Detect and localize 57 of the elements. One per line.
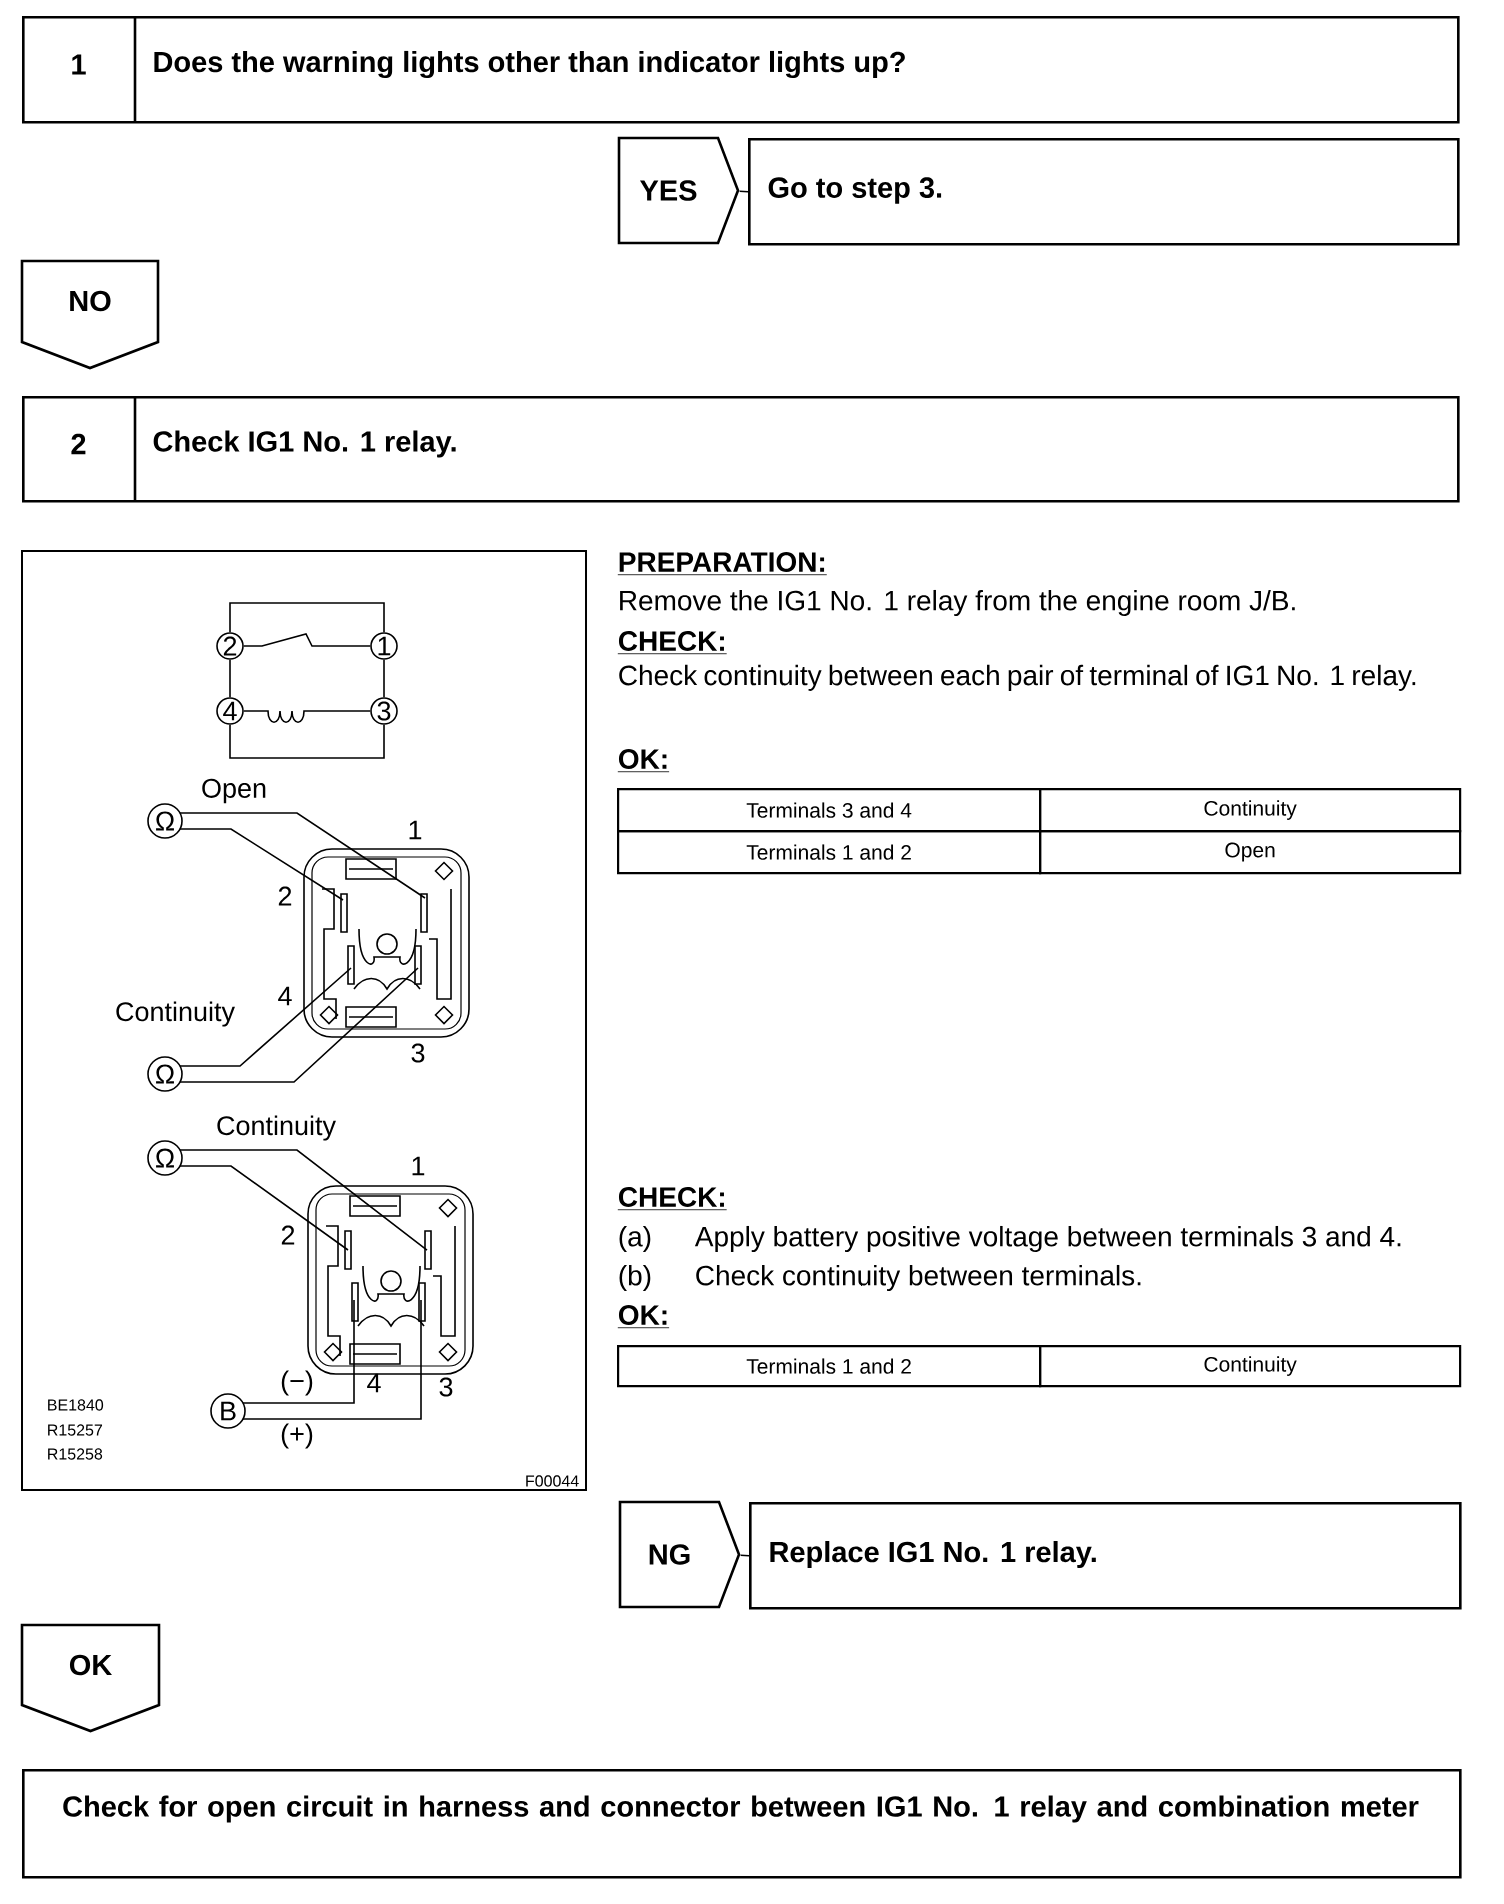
- label-text: 4: [367, 1373, 381, 1393]
- label-text: (b): [619, 1264, 651, 1292]
- wire: [179, 812, 426, 899]
- section-heading: CHECK:: [617, 1187, 728, 1211]
- wire: [179, 828, 344, 901]
- table-cell: Terminals 1 and 2: [617, 830, 1042, 875]
- table-cell: Terminals 1 and 2: [617, 1345, 1042, 1388]
- wire: [229, 602, 385, 633]
- wire: [739, 1554, 750, 1557]
- wire: [179, 967, 352, 1067]
- result-box: Replace IG1 No. 1 relay.: [749, 1502, 1462, 1610]
- label-text: R15257: [48, 1424, 103, 1436]
- wire: [243, 633, 371, 647]
- label-text: Continuity: [116, 1001, 235, 1027]
- wire: [179, 1149, 428, 1251]
- label-text: 2: [281, 1225, 295, 1245]
- label-text: F00044: [526, 1475, 579, 1487]
- action-box: Check for open circuit in harness and connector between IG1 No. 1 relay and combination meter: [22, 1769, 1462, 1879]
- answer-tab: OK: [20, 1623, 161, 1733]
- label-text: (+): [281, 1423, 313, 1449]
- label-text: R15258: [48, 1448, 103, 1460]
- table-cell: Continuity: [1039, 1345, 1462, 1388]
- label-text: Remove the IG1 No. 1 relay from the engine room J/B.: [620, 589, 1295, 617]
- table-cell: Continuity: [1039, 788, 1462, 833]
- section-heading: CHECK:: [617, 631, 728, 655]
- wire: [383, 659, 385, 698]
- section-heading: OK:: [617, 749, 670, 773]
- label-text: Check continuity between terminals.: [696, 1264, 1141, 1292]
- label-text: Apply battery positive voltage between terminals 3 and 4.: [694, 1225, 1401, 1253]
- label-text: Open: [202, 778, 266, 804]
- section-heading: OK:: [617, 1305, 670, 1329]
- label-text: 4: [278, 986, 292, 1006]
- wire: [738, 190, 749, 193]
- table-cell: Terminals 3 and 4: [617, 788, 1042, 833]
- result-box: Go to step 3.: [748, 138, 1460, 246]
- instruction-text: Check continuity between each pair of terminal of IG1 No. 1 relay.: [619, 664, 1416, 691]
- wire: [229, 659, 231, 698]
- wire: [242, 1299, 355, 1404]
- label-text: BE1840: [48, 1399, 104, 1411]
- label-text: 3: [439, 1377, 453, 1397]
- label-text: (−): [281, 1370, 313, 1396]
- table-cell: Open: [1039, 830, 1462, 875]
- answer-tab: YES: [617, 136, 740, 245]
- answer-tab: NO: [20, 259, 160, 370]
- relay-drawing: [303, 848, 470, 1038]
- label-text: (a): [619, 1225, 651, 1253]
- step-box: 1 Does the warning lights other than indicator lights up?: [22, 16, 1460, 124]
- label-text: 2: [278, 886, 292, 906]
- answer-tab: NG: [618, 1500, 741, 1609]
- label-text: Continuity: [217, 1115, 336, 1141]
- wire: [179, 967, 419, 1083]
- wire: [229, 724, 385, 759]
- wire: [243, 710, 371, 724]
- wire: [179, 1165, 349, 1251]
- wire: [242, 1299, 422, 1420]
- section-heading: PREPARATION:: [617, 552, 828, 576]
- step-box: 2 Check IG1 No. 1 relay.: [22, 396, 1460, 503]
